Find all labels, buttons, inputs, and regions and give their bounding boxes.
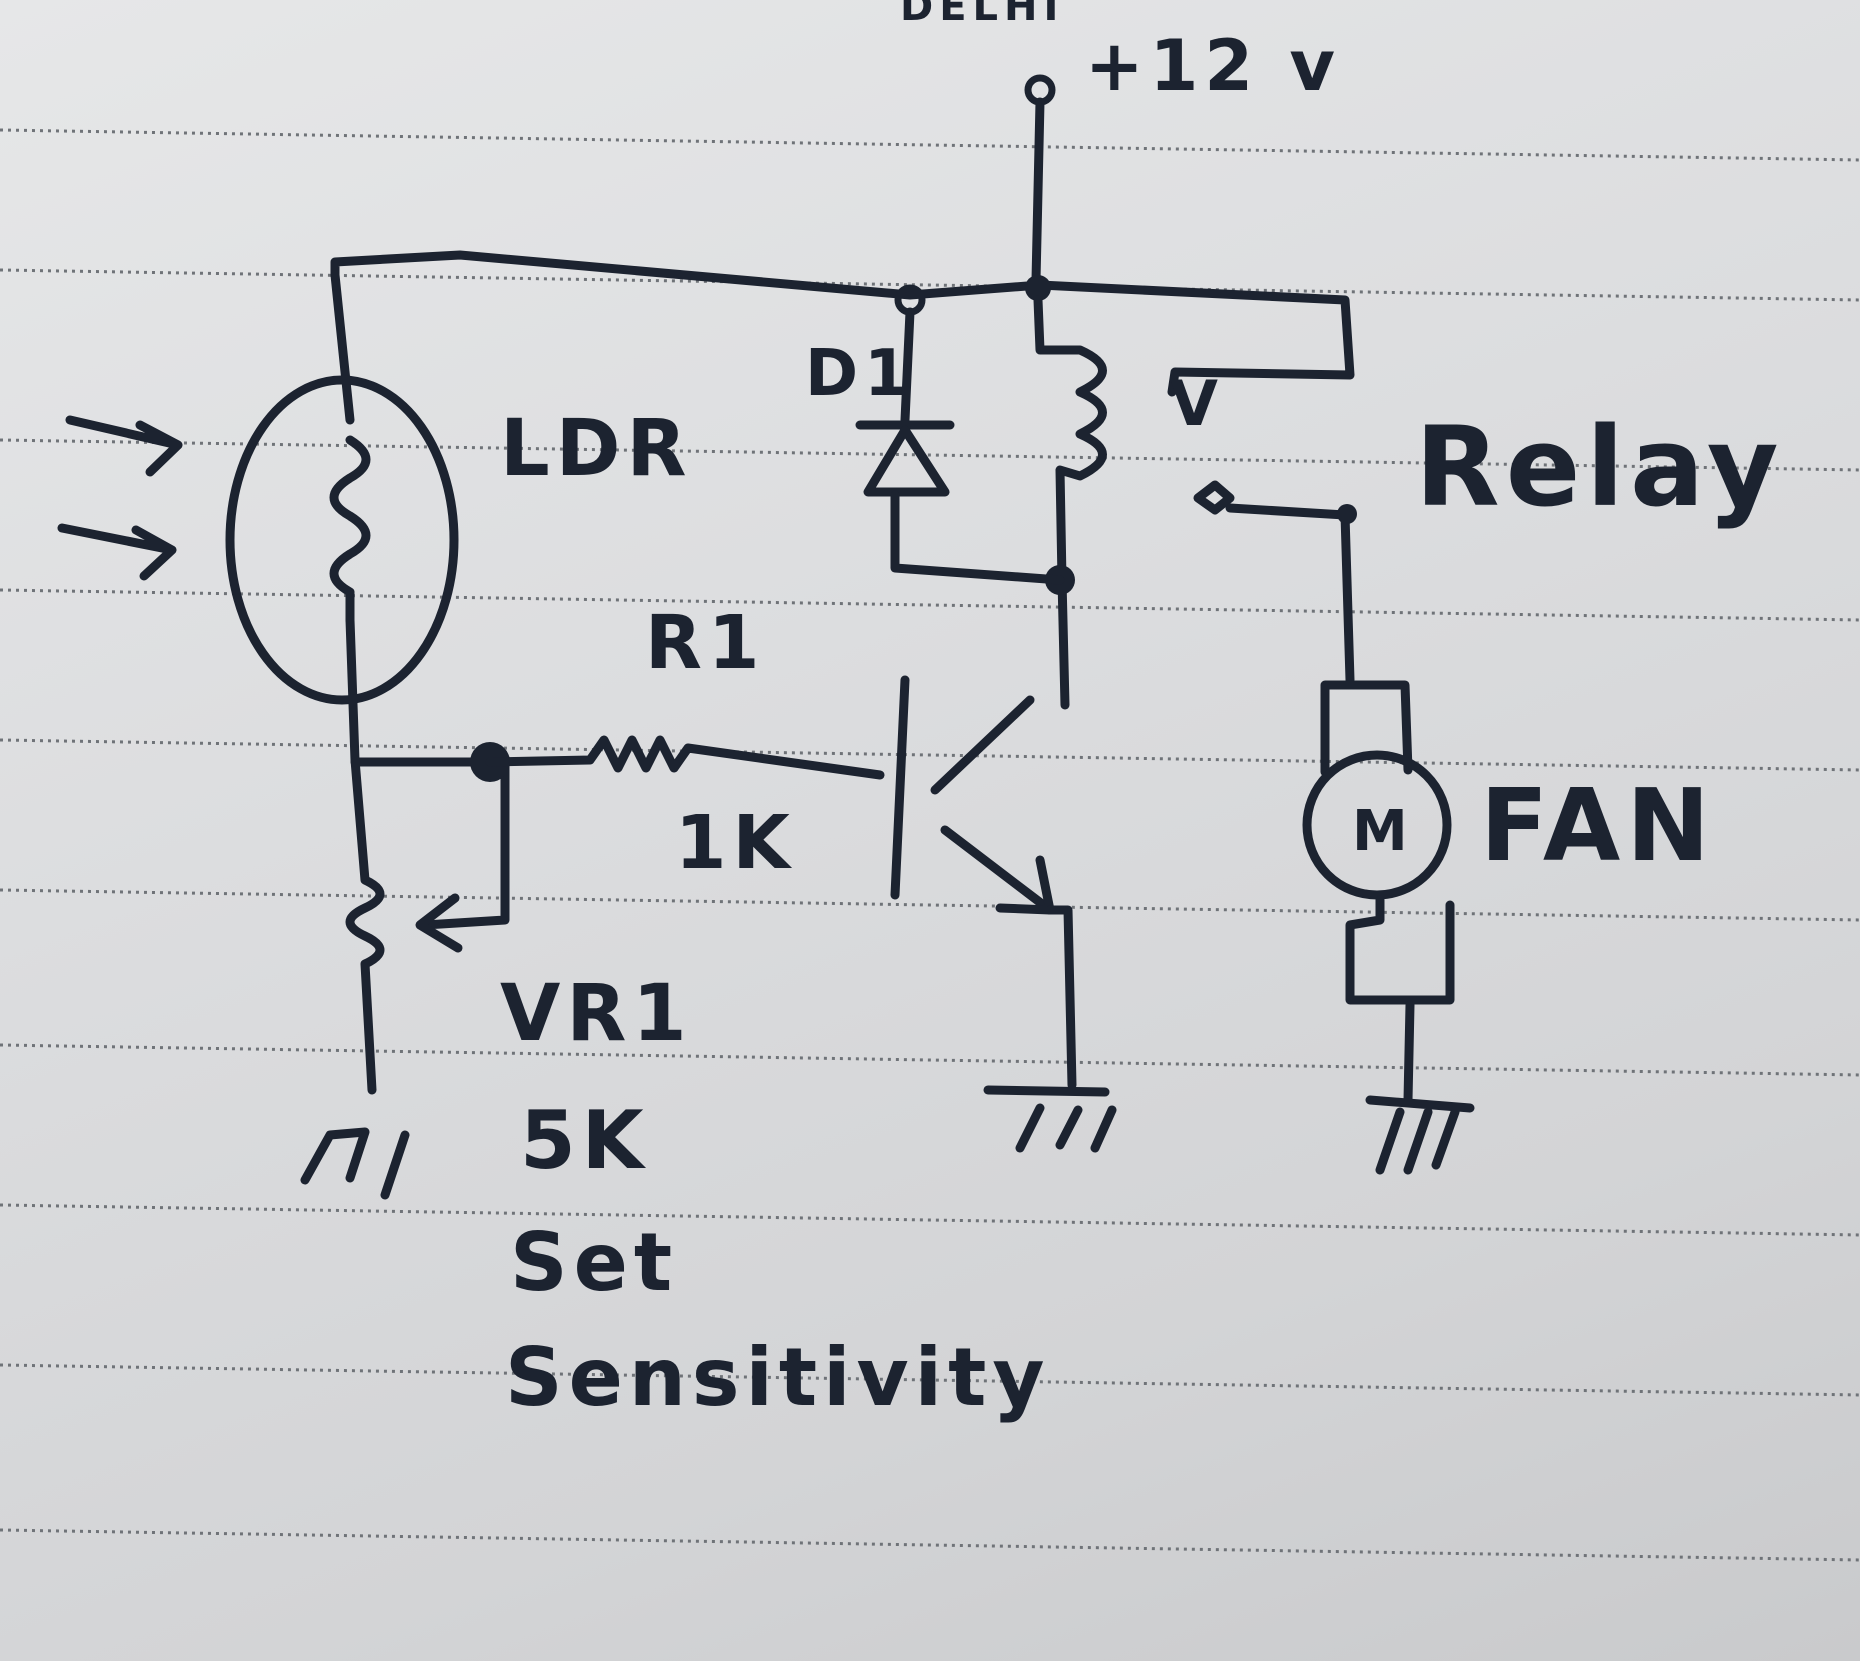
vr1-label: VR1: [500, 969, 693, 1059]
note-line2: Sensitivity: [505, 1331, 1051, 1424]
ground-mid: [983, 1085, 1117, 1153]
fan-motor: [1302, 680, 1455, 1105]
transistor-symbol: [890, 675, 1077, 1090]
relay-contact: [1193, 480, 1355, 685]
relay-contact-label: V: [1170, 367, 1224, 440]
motor-label: M: [1352, 799, 1414, 864]
fan-label: FAN: [1480, 767, 1716, 884]
ldr-symbol: [225, 270, 459, 765]
r1-resistor: [485, 735, 885, 780]
d1-diode: [855, 307, 1065, 585]
top-cut-label: DELHI: [900, 0, 1064, 30]
supply-terminal: [1024, 74, 1056, 285]
relay-label: Relay: [1415, 403, 1785, 531]
supply-label: +12 v: [1085, 25, 1341, 107]
junction-contact: [1337, 504, 1357, 524]
r1-value-label: 1K: [675, 800, 796, 886]
ground-right: [1365, 1095, 1475, 1175]
ldr-label: LDR: [500, 404, 693, 494]
ground-left: [300, 1127, 410, 1200]
vr1-value-label: 5K: [520, 1094, 650, 1187]
light-arrows-icon: [57, 415, 183, 581]
junction-top: [1025, 275, 1051, 301]
relay-coil: [1033, 295, 1107, 710]
diode-label: D1: [805, 337, 915, 411]
vr1-potentiometer: [345, 753, 510, 1095]
note-line1: Set: [510, 1216, 678, 1309]
r1-label: R1: [645, 600, 765, 686]
